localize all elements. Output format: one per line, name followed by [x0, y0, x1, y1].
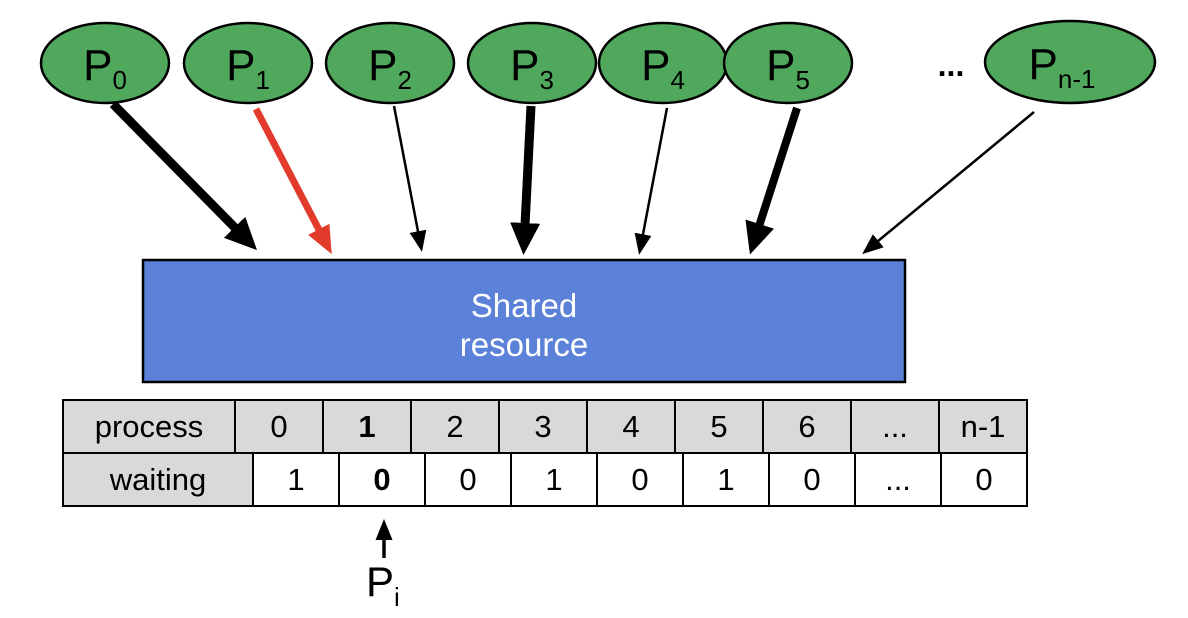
- arrow-pn1-thin: [862, 111, 1035, 255]
- table-cell-process-n1: n-1: [938, 399, 1028, 454]
- table-cell-waiting-dots: ...: [854, 452, 942, 507]
- table-row-waiting: waiting 1 0 0 1 0 1 0 ... 0: [62, 452, 1028, 507]
- table-rowheader-process: process: [62, 399, 236, 454]
- table-cell-process-2: 2: [410, 399, 500, 454]
- node-label-p5: P5: [766, 41, 810, 95]
- process-node-p5: [722, 21, 854, 105]
- table-cell-process-5: 5: [674, 399, 764, 454]
- process-node-p2: [324, 21, 456, 105]
- node-label-pn1: Pn-1: [1029, 40, 1096, 94]
- table-cell-waiting-6: 0: [768, 452, 856, 507]
- shared-resource-label-line1: Shared: [471, 287, 577, 324]
- process-node-p3: [466, 21, 598, 105]
- table-cell-process-3: 3: [498, 399, 588, 454]
- table-cell-waiting-3: 1: [510, 452, 598, 507]
- process-ellipsis: ...: [938, 47, 965, 83]
- table-cell-process-0: 0: [234, 399, 324, 454]
- arrow-p4-thin: [634, 107, 669, 255]
- node-label-p0: P0: [83, 41, 127, 95]
- table-cell-process-1: 1: [322, 399, 412, 454]
- table-cell-waiting-5: 1: [682, 452, 770, 507]
- arrow-p2-thin: [392, 105, 427, 252]
- process-node-pn1: [983, 19, 1157, 105]
- node-label-p3: P3: [510, 41, 554, 95]
- table-cell-waiting-n1: 0: [940, 452, 1028, 507]
- table-cell-waiting-0: 1: [252, 452, 340, 507]
- arrow-p0-thick: [109, 100, 258, 251]
- table-cell-process-dots: ...: [850, 399, 940, 454]
- arrow-p3-thick: [510, 105, 541, 255]
- pointer-label-pi: Pi: [366, 558, 400, 612]
- table-rowheader-waiting: waiting: [62, 452, 254, 507]
- table-cell-waiting-1: 0: [338, 452, 426, 507]
- table-cell-waiting-2: 0: [424, 452, 512, 507]
- arrow-p5-thick: [745, 106, 801, 255]
- node-label-p2: P2: [368, 41, 412, 95]
- table-cell-process-6: 6: [762, 399, 852, 454]
- node-label-p1: P1: [226, 41, 270, 95]
- process-node-p1: [182, 21, 314, 105]
- node-label-p4: P4: [641, 41, 685, 95]
- process-node-p0: [39, 21, 171, 105]
- table-cell-process-4: 4: [586, 399, 676, 454]
- shared-resource-label-line2: resource: [460, 326, 588, 363]
- table-cell-waiting-4: 0: [596, 452, 684, 507]
- table-row-process: process 0 1 2 3 4 5 6 ... n-1: [62, 399, 1028, 454]
- arrow-p1-red: [252, 107, 332, 255]
- shared-resource-box: [141, 258, 907, 384]
